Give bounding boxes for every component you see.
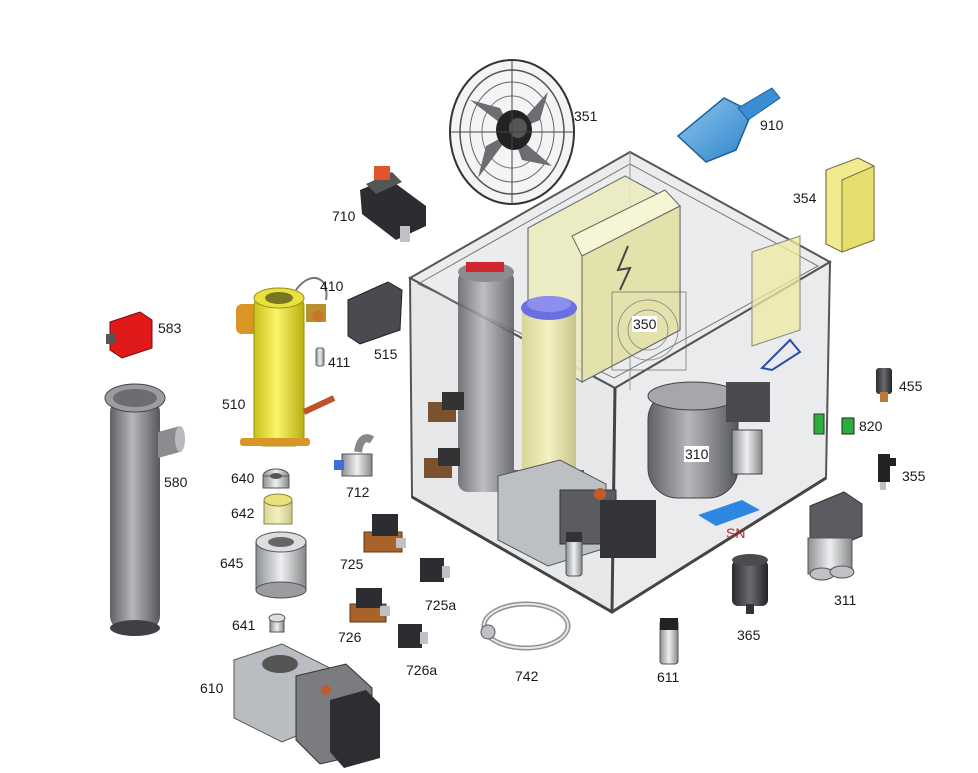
label-410: 410 [320, 278, 344, 294]
label-350: 350 [632, 316, 658, 332]
inner-panel [751, 235, 801, 347]
hose-742-shape [480, 601, 571, 651]
seal-641-shape [268, 613, 286, 633]
coil-726a-shape [398, 624, 428, 648]
valve-725-shape [363, 514, 406, 553]
label-725: 725 [340, 556, 364, 572]
label-820: 820 [859, 418, 883, 434]
bushing-642-shape [263, 493, 293, 525]
label-411: 411 [328, 354, 351, 370]
label-sn: SN [726, 525, 746, 541]
valve-410-shape [295, 277, 328, 322]
bin-tube-580-shape [104, 383, 185, 636]
label-712: 712 [346, 484, 370, 500]
limit-switch-583-shape [106, 311, 153, 359]
float-611-shape [659, 618, 679, 665]
scoop-910-shape [676, 87, 781, 163]
capacitor-365-shape [732, 554, 768, 614]
evaporator-510-shape [236, 287, 336, 447]
brand-logo-mark [759, 338, 802, 372]
label-355: 355 [902, 468, 926, 484]
inner-tube [458, 262, 514, 492]
label-726a: 726a [406, 662, 438, 678]
label-583: 583 [158, 320, 182, 336]
label-725a: 725a [425, 597, 457, 613]
switch-820-shape [841, 417, 855, 435]
label-354: 354 [793, 190, 817, 206]
valve-726-shape [349, 588, 390, 623]
sensor-355-shape [878, 454, 896, 490]
inner-valves [424, 392, 464, 478]
elbow-712-shape [334, 434, 375, 477]
fan-351-shape [449, 59, 575, 205]
relay-311-shape [807, 491, 863, 581]
compressor-310-shape [647, 381, 770, 499]
label-510: 510 [222, 396, 246, 412]
label-641: 641 [232, 617, 256, 633]
ring-640-shape [262, 468, 290, 489]
serial-plate-shape [698, 500, 760, 526]
inner-condenser [611, 291, 687, 371]
label-640: 640 [231, 470, 255, 486]
label-742: 742 [515, 668, 539, 684]
label-515: 515 [374, 346, 398, 362]
cover-plate-515-shape [347, 281, 403, 345]
gear-motor-610-shape [233, 643, 380, 768]
valve-710-shape [360, 166, 426, 242]
label-351: 351 [574, 108, 598, 124]
panel-354-shape [825, 157, 875, 253]
pressure-switch-455-shape [876, 368, 892, 402]
label-642: 642 [231, 505, 255, 521]
label-726: 726 [338, 629, 362, 645]
label-710: 710 [332, 208, 356, 224]
bearing-housing-645-shape [255, 531, 307, 599]
label-455: 455 [899, 378, 923, 394]
label-310: 310 [684, 446, 710, 462]
label-610: 610 [200, 680, 224, 696]
coil-725a-shape [420, 558, 450, 582]
label-645: 645 [220, 555, 244, 571]
label-311: 311 [834, 592, 857, 608]
label-580: 580 [164, 474, 188, 490]
pin-411-shape [315, 347, 325, 367]
label-365: 365 [737, 627, 761, 643]
label-611: 611 [657, 669, 680, 685]
label-910: 910 [760, 117, 784, 133]
